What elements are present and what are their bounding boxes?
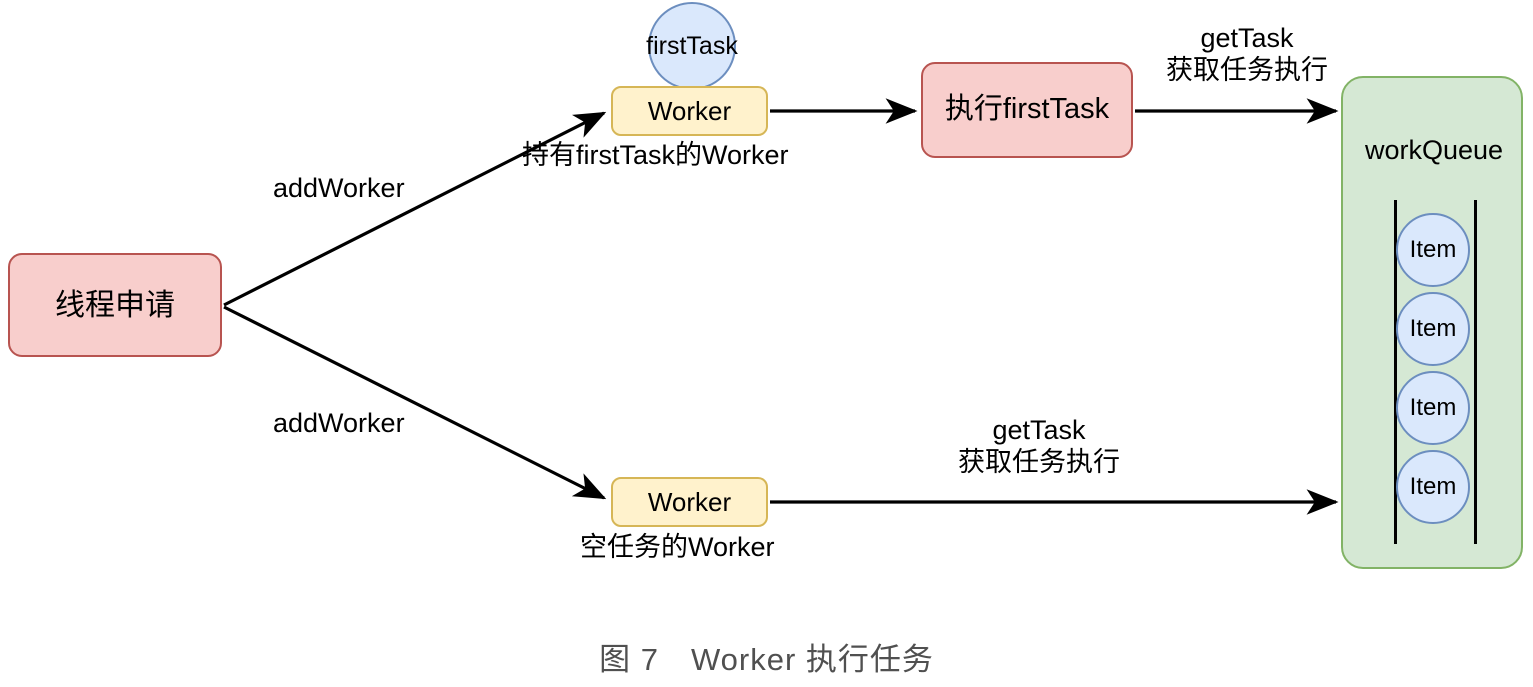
queue-item[interactable]: Item xyxy=(1396,213,1470,287)
edge-label-hold-firsttask-worker: 持有firstTask的Worker xyxy=(522,140,789,170)
edge-label-empty-task-worker: 空任务的Worker xyxy=(580,532,775,562)
node-worker-top[interactable]: Worker xyxy=(611,86,768,136)
queue-item[interactable]: Item xyxy=(1396,371,1470,445)
edge-addworker-bottom xyxy=(223,305,607,500)
node-thread-apply-label: 线程申请 xyxy=(55,288,175,322)
node-worker-bottom-label: Worker xyxy=(647,486,732,517)
edge-label-addworker-bottom: addWorker xyxy=(273,408,405,438)
edge-label-gettask-bottom-line2: 获取任务执行 xyxy=(958,446,1120,477)
node-exec-firsttask[interactable]: 执行firstTask xyxy=(921,62,1133,158)
queue-item-label: Item xyxy=(1409,315,1457,342)
edge-label-gettask-bottom: getTask 获取任务执行 xyxy=(944,415,1134,479)
edge-label-gettask-bottom-line1: getTask xyxy=(992,415,1086,445)
edge-label-gettask-top-line2: 获取任务执行 xyxy=(1166,54,1328,85)
queue-rail-left xyxy=(1394,200,1397,544)
queue-item-label: Item xyxy=(1409,394,1457,421)
queue-rail-right xyxy=(1474,200,1477,544)
node-worker-bottom[interactable]: Worker xyxy=(611,477,768,527)
queue-item[interactable]: Item xyxy=(1396,292,1470,366)
queue-item-label: Item xyxy=(1409,236,1457,263)
node-exec-firsttask-label: 执行firstTask xyxy=(944,93,1110,126)
node-first-task-label: firstTask xyxy=(646,31,738,60)
queue-item[interactable]: Item xyxy=(1396,450,1470,524)
queue-item-label: Item xyxy=(1409,473,1457,500)
edge-label-gettask-top-line1: getTask xyxy=(1200,23,1294,53)
node-work-queue-label: workQueue xyxy=(1364,135,1504,165)
figure-caption: 图 7 Worker 执行任务 xyxy=(599,642,934,677)
edge-label-addworker-top: addWorker xyxy=(273,173,405,203)
node-thread-apply[interactable]: 线程申请 xyxy=(8,253,222,357)
node-worker-top-label: Worker xyxy=(647,95,732,126)
edge-label-gettask-top: getTask 获取任务执行 xyxy=(1152,23,1342,87)
node-first-task-circle[interactable]: firstTask xyxy=(646,2,738,90)
